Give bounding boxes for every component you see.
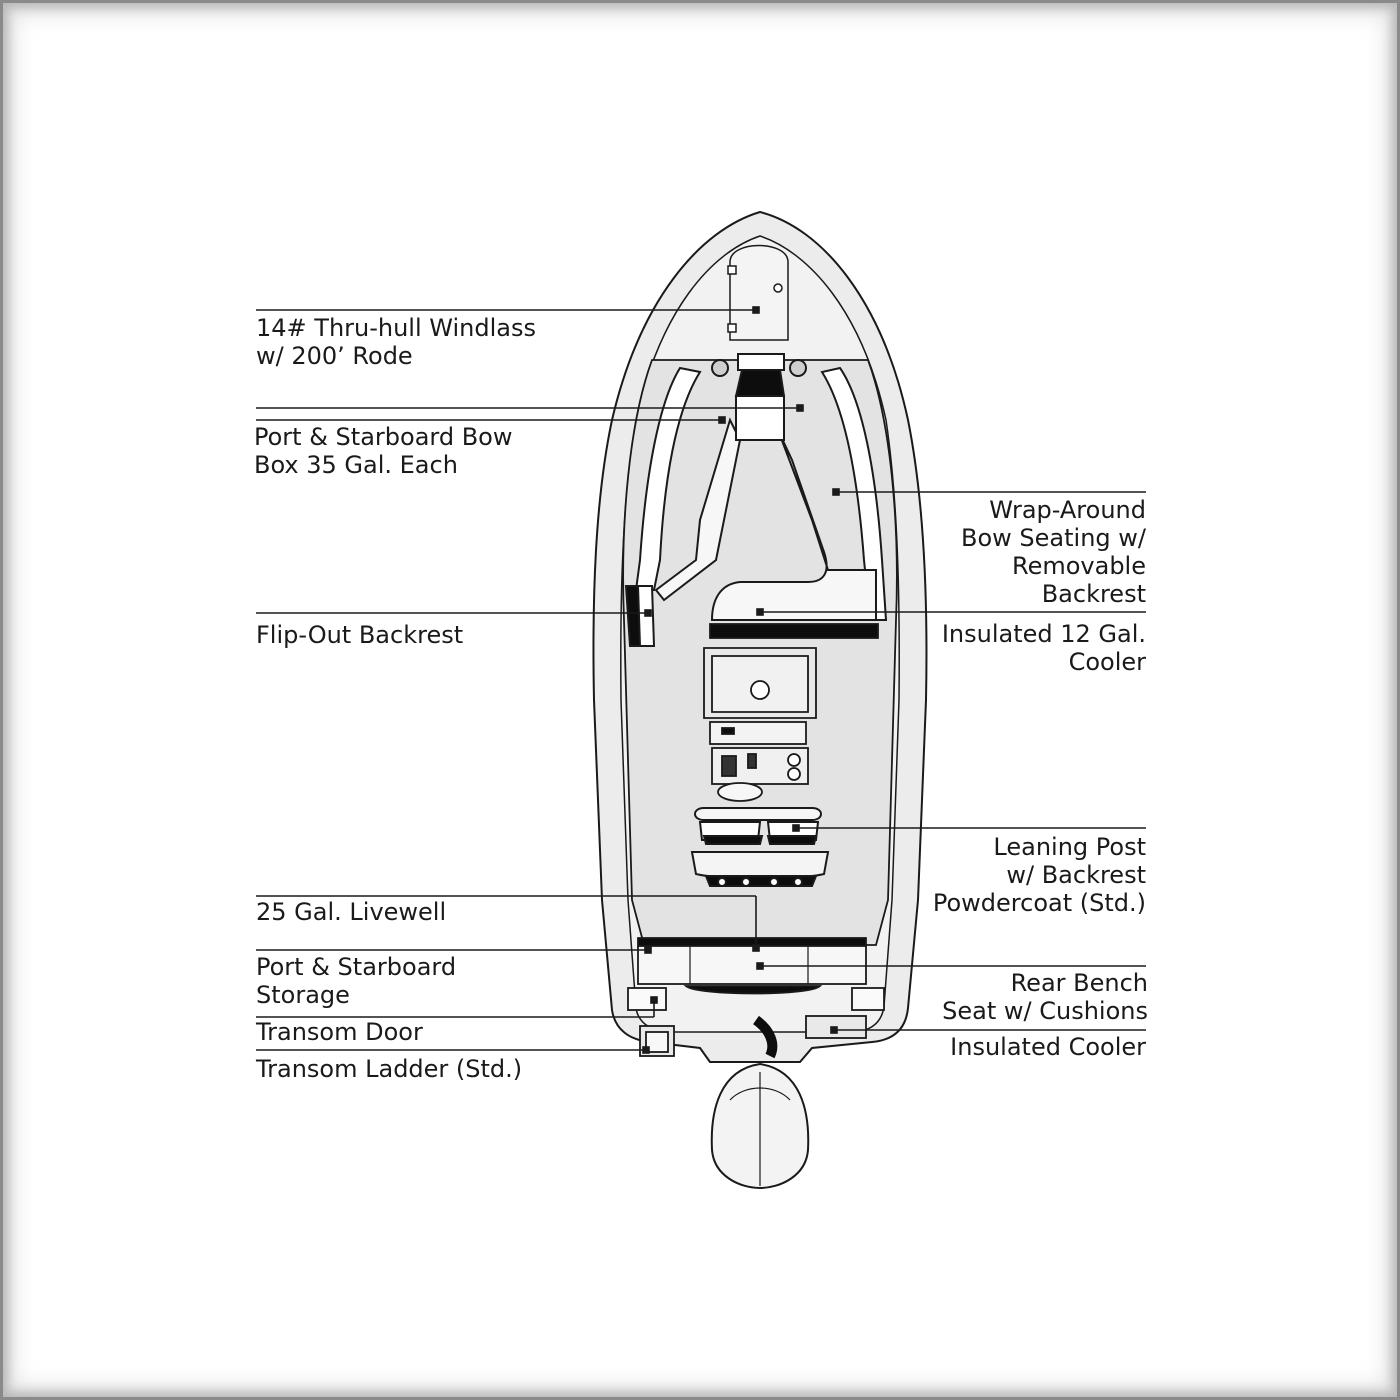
leader-dot-bow-seating: [832, 488, 840, 496]
callout-bow-seating-line3: Removable: [1011, 552, 1146, 580]
leader-dot-transom-ladder: [642, 1046, 650, 1054]
leader-dot-livewell: [752, 944, 760, 952]
callout-leaning-post-line2: w/ Backrest: [1006, 861, 1146, 889]
callout-rear-bench-line1: Rear Bench: [1010, 969, 1148, 997]
callout-storage-line2: Storage: [256, 981, 350, 1009]
callout-transom-ladder-line1: Transom Ladder (Std.): [256, 1055, 523, 1083]
callout-leaning-post: Leaning Post w/ Backrest Powdercoat (Std…: [933, 833, 1146, 917]
callout-insulated-cooler-line1: Insulated Cooler: [950, 1033, 1146, 1061]
windlass-hatch: [727, 244, 789, 341]
callout-leaning-post-line3: Powdercoat (Std.): [932, 889, 1146, 917]
callout-rear-bench: Rear Bench Seat w/ Cushions: [942, 969, 1148, 1025]
callout-bow-box-line1: Port & Starboard Bow: [254, 423, 513, 451]
callout-bow-seating-line2: Bow Seating w/: [961, 524, 1146, 552]
leader-dot-rear-bench: [756, 962, 764, 970]
callout-livewell-line1: 25 Gal. Livewell: [256, 898, 447, 926]
callout-bow-seating-line4: Backrest: [1041, 580, 1146, 608]
outboard-motor: [710, 1062, 810, 1190]
callout-flip-out-line1: Flip-Out Backrest: [256, 621, 464, 649]
callout-cooler-12-line1: Insulated 12 Gal.: [941, 620, 1146, 648]
leader-dot-insulated-cooler: [830, 1026, 838, 1034]
callout-windlass-line1: 14# Thru-hull Windlass: [256, 314, 536, 342]
callout-windlass: 14# Thru-hull Windlass w/ 200’ Rode: [256, 314, 536, 370]
callout-windlass-line2: w/ 200’ Rode: [256, 342, 413, 370]
leader-dot-transom-door: [650, 996, 658, 1004]
callout-insulated-cooler: Insulated Cooler: [950, 1033, 1146, 1061]
leader-dot-leaning-post: [792, 824, 800, 832]
callout-transom-ladder: Transom Ladder (Std.): [256, 1055, 522, 1083]
callout-bow-box: Port & Starboard Bow Box 35 Gal. Each: [254, 423, 512, 479]
callout-flip-out-backrest: Flip-Out Backrest: [256, 621, 463, 649]
callout-cooler-12-line2: Cooler: [1068, 648, 1146, 676]
callout-transom-door: Transom Door: [256, 1018, 423, 1046]
leader-lines: [256, 306, 1146, 1054]
rear-area: [627, 937, 885, 1059]
leader-dot-bow-box-2: [718, 416, 726, 424]
leaning-post: [690, 807, 830, 887]
callout-cooler-12: Insulated 12 Gal. Cooler: [942, 620, 1146, 676]
callout-bow-seating: Wrap-Around Bow Seating w/ Removable Bac…: [961, 496, 1146, 608]
leader-dot-cooler-12: [756, 608, 764, 616]
leader-dot-bow-box-1: [796, 404, 804, 412]
leader-dot-flip-out: [644, 609, 652, 617]
callout-bow-box-line2: Box 35 Gal. Each: [254, 451, 458, 479]
callout-storage-line1: Port & Starboard: [256, 953, 457, 981]
callout-livewell: 25 Gal. Livewell: [256, 898, 446, 926]
callout-transom-door-line1: Transom Door: [256, 1018, 423, 1046]
callout-bow-seating-line1: Wrap-Around: [989, 496, 1146, 524]
leader-dot-windlass: [752, 306, 760, 314]
callout-leaning-post-line1: Leaning Post: [993, 833, 1146, 861]
bow-seating: [624, 353, 888, 647]
leader-dot-storage: [644, 946, 652, 954]
callout-storage: Port & Starboard Storage: [256, 953, 456, 1009]
callout-rear-bench-line2: Seat w/ Cushions: [942, 997, 1148, 1025]
console: [703, 623, 879, 802]
